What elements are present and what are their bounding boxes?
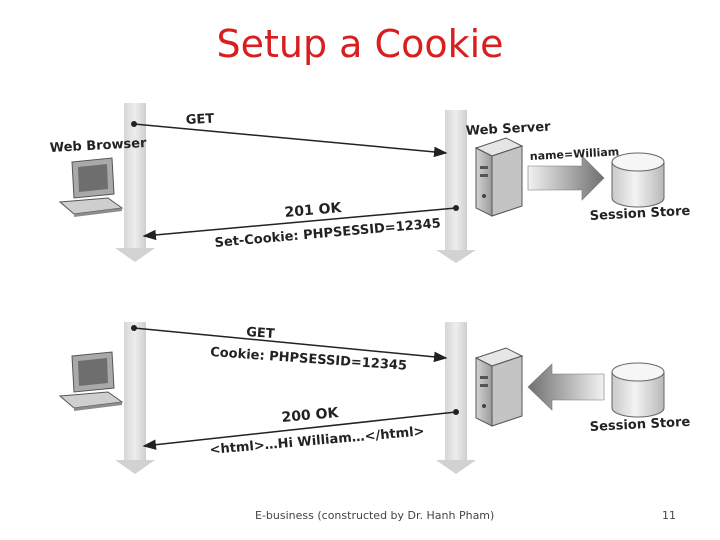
server-icon <box>474 347 524 427</box>
response-arrow <box>142 207 457 241</box>
database-icon <box>611 362 665 418</box>
page-number: 11 <box>662 509 676 522</box>
server-icon <box>474 137 524 217</box>
response-status-label: 201 OK <box>284 200 343 221</box>
set-cookie-header-label: Set-Cookie: PHPSESSID=12345 <box>214 216 441 251</box>
bottom-server-lifeline <box>436 322 476 474</box>
response-status-label: 200 OK <box>281 405 340 426</box>
top-browser-lifeline <box>115 103 155 262</box>
bottom-browser-lifeline <box>115 322 155 474</box>
name-william-label: name=William <box>529 145 619 163</box>
footer-text: E-business (constructed by Dr. Hanh Pham… <box>255 509 495 522</box>
database-icon <box>611 152 665 208</box>
top-server-lifeline <box>436 110 476 263</box>
session-store-label: Session Store <box>589 204 690 224</box>
get-request-label: GET <box>185 112 214 128</box>
store-arrow-right <box>527 155 605 201</box>
html-body-label: <html>…Hi William…</html> <box>209 424 425 458</box>
computer-icon <box>58 157 124 217</box>
session-store-label: Session Store <box>589 415 690 435</box>
cookie-request-arrow <box>133 327 448 363</box>
computer-icon <box>58 351 124 411</box>
get-request-arrow <box>133 123 448 158</box>
web-browser-label: Web Browser <box>49 136 147 156</box>
slide-title: Setup a Cookie <box>216 22 504 66</box>
cookie-header-label: Cookie: PHPSESSID=12345 <box>210 345 408 374</box>
get-request-label: GET <box>246 325 276 342</box>
web-server-label: Web Server <box>465 120 551 139</box>
response-arrow <box>142 411 457 450</box>
store-arrow-left <box>527 363 605 411</box>
